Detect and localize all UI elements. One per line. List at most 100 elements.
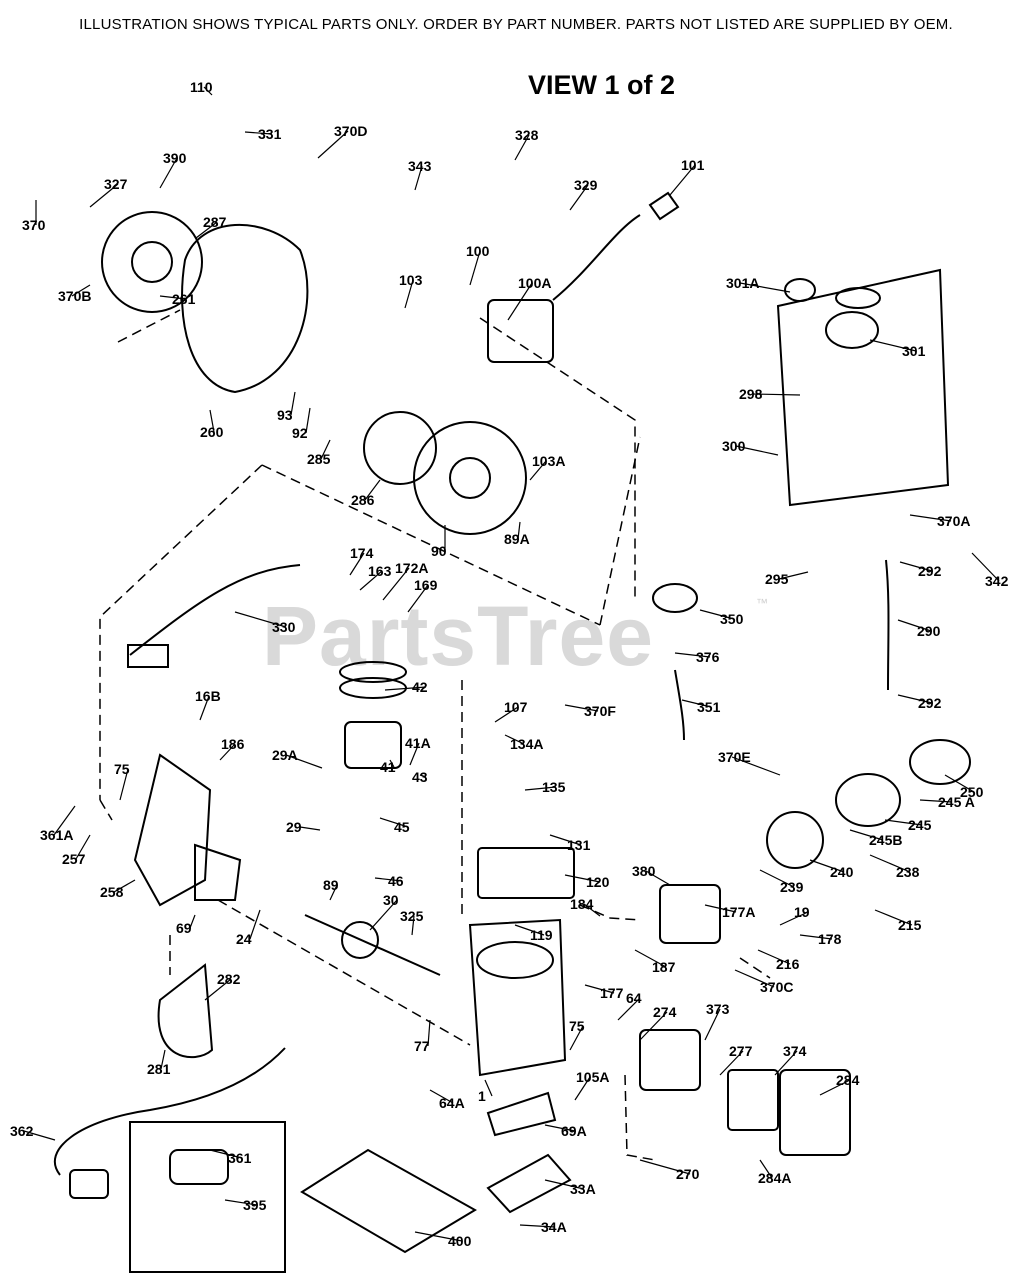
recoil-starter-shape [101,211,203,313]
leader-line-327 [89,183,119,208]
callout-374: 374 [783,1043,807,1059]
leader-line-41A [409,742,420,766]
leader-line-290 [897,619,932,632]
leader-line-89A [517,521,521,540]
callout-119: 119 [530,927,553,943]
callout-75b: 75 [569,1018,585,1034]
callout-245: 245 [908,817,932,833]
callout-89A: 89A [504,531,530,547]
callout-370D: 370D [334,123,367,139]
callout-245A: 245 A [938,794,975,810]
callout-69: 69 [176,920,192,936]
leader-line-89 [329,884,338,901]
leader-line-298 [752,393,801,396]
muffler-shape [779,1069,851,1156]
callout-370: 370 [22,217,46,233]
part-drawings [53,191,971,1273]
flywheel-hub-shape [449,457,491,499]
leader-line-292b [897,694,933,704]
leader-line-301 [869,339,917,352]
callout-370F: 370F [584,703,616,719]
callout-362: 362 [10,1123,34,1139]
leader-lines [23,86,1000,1242]
callout-187: 187 [652,959,676,975]
leader-line-301A [739,282,791,293]
leader-line-245A [919,799,953,803]
callout-238: 238 [896,864,920,880]
leader-line-277 [719,1050,744,1076]
leader-line-270 [639,1159,691,1175]
leader-line-300 [735,445,779,456]
leader-line-105A [574,1076,591,1101]
leader-line-257 [75,834,91,860]
leader-line-69 [189,914,196,929]
callout-285: 285 [307,451,331,467]
leader-line-274 [639,1011,668,1041]
leader-line-239 [759,869,795,888]
assembly-guide-line-8 [624,1074,656,1161]
callout-163: 163 [368,563,392,579]
callout-215: 215 [898,917,922,933]
leader-line-292a [899,561,933,572]
leader-line-42 [384,686,427,691]
leader-line-329 [569,184,589,211]
leader-line-184 [583,903,601,917]
leader-line-107 [494,706,519,723]
leader-line-287 [195,221,218,239]
trademark-mark: ™ [756,596,768,610]
leader-line-342 [971,552,1000,582]
callout-343: 343 [408,158,432,174]
blower-housing-shape [181,223,309,394]
leader-line-41 [389,759,395,768]
piston-shape [344,721,402,769]
callout-174: 174 [350,545,374,561]
callout-361: 361 [228,1150,252,1166]
leader-line-169 [407,584,429,613]
callout-100: 100 [466,243,490,259]
crank-throw-shape [341,921,379,959]
leader-line-370C [734,969,775,988]
assembly-guide-line-2 [99,464,263,800]
leader-line-282 [204,978,232,1001]
cylinder-bore-shape [476,941,554,979]
engine-block-shape [468,918,567,1077]
callout-90: 90 [431,543,447,559]
leader-line-343 [414,165,423,191]
spark-boot-shape [648,191,680,221]
leader-line-34A [519,1224,556,1228]
callout-178: 178 [818,931,842,947]
fuel-tank-shape [776,268,950,507]
callout-270: 270 [676,1166,700,1182]
callout-390: 390 [163,150,187,166]
callout-240: 240 [830,864,854,880]
callout-101: 101 [681,157,705,173]
leader-line-370A [909,514,952,522]
callout-260: 260 [200,424,224,440]
callout-325: 325 [400,908,424,924]
leader-line-284 [819,1079,851,1096]
leader-line-351 [681,699,712,708]
callout-134A: 134A [510,736,543,752]
callout-350: 350 [720,611,744,627]
callout-64a: 64 [626,990,642,1006]
callout-41A: 41A [405,735,431,751]
flywheel-shape [413,421,527,535]
leader-line-245 [884,819,923,826]
leader-line-92 [305,407,311,434]
callout-301: 301 [902,343,926,359]
leader-line-33A [544,1179,585,1190]
callout-24: 24 [236,931,252,947]
callout-284: 284 [836,1072,860,1088]
piston-ring-top-shape [339,661,407,683]
leader-line-24 [249,909,261,940]
callout-327: 327 [104,176,128,192]
callout-342: 342 [985,573,1009,589]
starter-cord-shape [53,1047,286,1176]
muffler-bracket-shape [639,1029,701,1091]
leader-line-100A [507,282,533,321]
leader-line-75a [119,768,129,801]
callout-370A: 370A [937,513,970,529]
leader-line-240 [809,859,845,873]
leader-line-331 [244,131,273,135]
callout-29: 29 [286,819,302,835]
